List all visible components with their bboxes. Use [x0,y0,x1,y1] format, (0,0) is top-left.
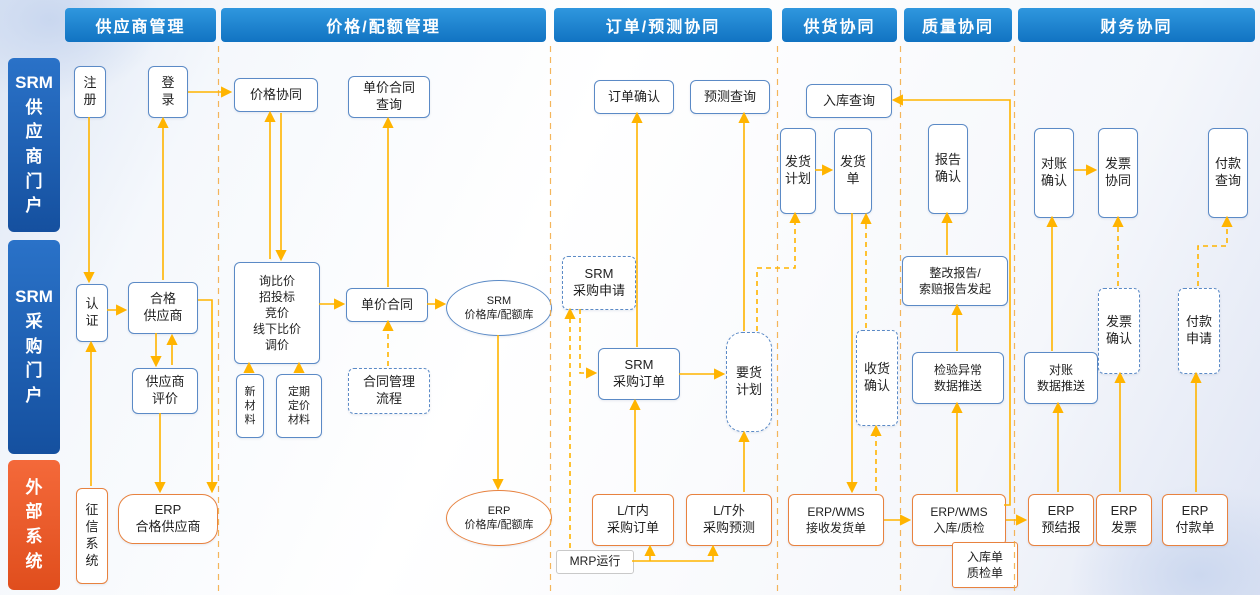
node-srm-purchase-order: SRM 采购订单 [598,348,680,400]
node-srm-purchase-request: SRM 采购申请 [562,256,636,310]
node-register: 注 册 [74,66,106,118]
column-header-supply-collab: 供货协同 [782,8,897,42]
node-inbound-query: 入库查询 [806,84,892,118]
node-invoice-confirm: 发票 确认 [1098,288,1140,374]
column-header-finance-collab: 财务协同 [1018,8,1255,42]
node-mrp-run: MRP运行 [556,550,634,574]
node-goods-req-plan: 要货 计划 [726,332,772,432]
node-lt-out-forecast: L/T外 采购预测 [686,494,772,546]
node-login: 登 录 [148,66,188,118]
node-erp-invoice: ERP 发票 [1096,494,1152,546]
node-order-confirm: 订单确认 [594,80,674,114]
node-unit-price-contract: 单价合同 [346,288,428,322]
node-contract-process: 合同管理 流程 [348,368,430,414]
node-supplier-eval: 供应商 评价 [132,368,198,414]
lane-label-external-systems: 外 部 系 统 [8,460,60,590]
node-payment-query: 付款 查询 [1208,128,1248,218]
node-inspection-data-push: 检验异常 数据推送 [912,352,1004,404]
node-delivery-note: 发货 单 [834,128,872,214]
arrow-goods-plan-to-delivery-plan [756,211,801,331]
lane-label-srm-supplier-portal: SRM 供 应 商 门 户 [8,58,60,232]
node-recon-data-push: 对账 数据推送 [1024,352,1098,404]
column-header-quality-collab: 质量协同 [904,8,1012,42]
node-rectify-claim-report: 整改报告/ 索赔报告发起 [902,256,1008,306]
node-erp-payment-doc: ERP 付款单 [1162,494,1228,546]
node-inbound-qc-doc: 入库单 质检单 [952,542,1018,588]
column-header-order-forecast: 订单/预测协同 [554,8,772,42]
arrow-payment-request-to-query [1197,215,1233,286]
column-header-supplier-mgmt: 供应商管理 [65,8,216,42]
node-invoice-collab: 发票 协同 [1098,128,1138,218]
node-erp-wms-inbound-qc: ERP/WMS 入库/质检 [912,494,1006,546]
arrow-srm-pr-to-srm-po [579,309,598,379]
node-qualified-supplier: 合格 供应商 [128,282,198,334]
node-credit-system: 征 信 系 统 [76,488,108,584]
node-contract-query: 单价合同 查询 [348,76,430,118]
node-forecast-query: 预测查询 [690,80,770,114]
arrow-mrp-to-lt-out [632,544,719,562]
node-erp-qualified-supplier: ERP 合格供应商 [118,494,218,544]
node-receipt-confirm: 收货 确认 [856,330,898,426]
node-sourcing-methods: 询比价 招投标 竞价 线下比价 调价 [234,262,320,364]
node-srm-price-quota-lib: SRM 价格库/配额库 [446,280,552,336]
node-report-confirm: 报告 确认 [928,124,968,214]
node-recon-confirm: 对账 确认 [1034,128,1074,218]
node-erp-pre-settlement: ERP 预结报 [1028,494,1094,546]
node-erp-price-quota-lib: ERP 价格库/配额库 [446,490,552,546]
node-periodic-material: 定期 定价 材料 [276,374,322,438]
node-new-material: 新 材 料 [236,374,264,438]
node-erp-wms-receive: ERP/WMS 接收发货单 [788,494,884,546]
node-payment-request: 付款 申请 [1178,288,1220,374]
node-lt-in-purchase-order: L/T内 采购订单 [592,494,674,546]
lane-label-srm-purchase-portal: SRM 采 购 门 户 [8,240,60,454]
column-header-price-quota: 价格/配额管理 [221,8,546,42]
arrow-qualified-to-erp-qualified [198,299,218,494]
node-delivery-plan: 发货 计划 [780,128,816,214]
node-certify: 认 证 [76,284,108,342]
node-price-collab: 价格协同 [234,78,318,112]
